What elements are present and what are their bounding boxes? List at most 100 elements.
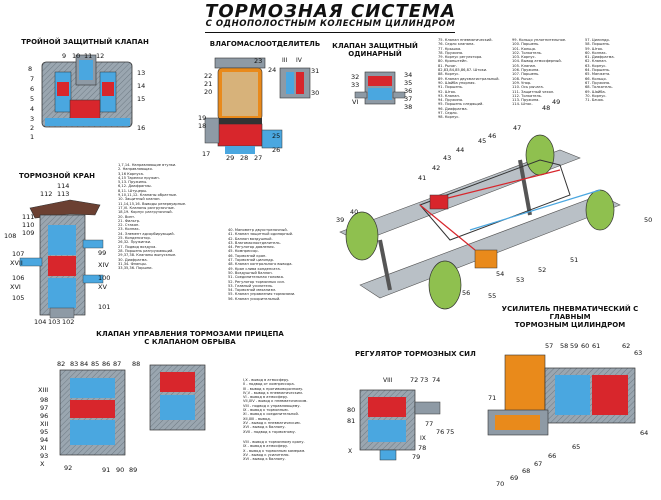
legend-item: 47. Тормозной цилиндр.	[228, 258, 275, 263]
callout: 20	[204, 88, 212, 96]
callout: 35	[404, 79, 412, 87]
legend-trailer-ports: I,X - вывод в атмосферу. II - подвод от …	[243, 378, 348, 463]
legend-item: 96. Диафрагма.	[438, 106, 468, 111]
callouts-single-valve: 32 33 34 35 36 37 38 VI	[351, 71, 412, 111]
callout: 23	[254, 57, 262, 65]
callout: 74	[432, 376, 440, 384]
regulator-drawing	[359, 389, 441, 461]
callout: 64	[640, 429, 648, 437]
callout: XI	[40, 444, 46, 452]
legend-item: IX - вывод в атмосферу.	[243, 444, 289, 449]
legend-item: 81. Рычаг.	[438, 63, 458, 68]
callout: 89	[129, 466, 137, 474]
caption-force-regulator: РЕГУЛЯТОР ТОРМОЗНЫХ СИЛ	[355, 350, 476, 358]
callout: 38	[404, 103, 412, 111]
legend-item: 63. Корпус.	[585, 63, 607, 68]
legend-item: 67. Пружина.	[585, 80, 611, 85]
callout: 37	[404, 95, 412, 103]
callout: X	[348, 448, 352, 455]
callout: 36	[404, 87, 412, 95]
legend-item: 102. Толкатель.	[512, 50, 543, 55]
legend-item: 89. Клапан двухмагистральный.	[438, 76, 500, 81]
callout: 24	[268, 66, 276, 74]
callout: 29	[226, 154, 234, 162]
callout: 108	[4, 232, 16, 240]
callout: 62	[622, 342, 630, 350]
legend-item: 55. Клапан управления тормозами.	[228, 292, 296, 297]
callout: XV	[98, 283, 107, 291]
callout: 46	[488, 132, 496, 140]
legend-item: 41. Клапан защитный одинарный.	[228, 232, 294, 237]
callout: 60	[581, 342, 589, 350]
legend-item: 78. Пружина.	[438, 50, 464, 55]
callout: 81	[347, 417, 355, 425]
legend-item: 76. Седло клапана.	[438, 42, 475, 47]
callout: 34	[404, 71, 412, 79]
legend-item: 53. Главный усилитель.	[228, 283, 274, 288]
callout: 48	[542, 104, 550, 112]
legend-item: 113. Пружина.	[512, 98, 540, 103]
callout: 105	[12, 294, 24, 302]
callouts-regulator: VIII 72 73 74 80 81 77 76 75 IX 78 79 X	[347, 376, 454, 461]
legend-item: 88. Корпус.	[438, 72, 460, 77]
callout: 96	[40, 412, 48, 420]
legend-item: 25. Конденсатор.	[118, 236, 151, 241]
callout: 42	[432, 164, 440, 172]
legend-item: 65. Манжета.	[585, 72, 611, 77]
legend-item: 101. Кольцо.	[512, 46, 537, 51]
callouts-triple-valve: 8 9 10 11 12 13 7 6 5 4 3 2 1 14 15 16	[28, 52, 145, 141]
legend-item: 80. Кронштейн.	[438, 59, 468, 64]
legend-item: 22. Стакан.	[118, 223, 140, 228]
callout: 78	[418, 444, 426, 452]
callout: 32	[351, 73, 359, 81]
legend-item: 27. Подвод воздуха.	[118, 244, 157, 249]
legend-item: 50. Воздушный баллон.	[228, 270, 273, 275]
callout: 104	[34, 318, 46, 326]
callout: 58	[560, 342, 568, 350]
caption-trailer-valve: КЛАПАН УПРАВЛЕНИЯ ТОРМОЗАМИ ПРИЦЕПА С КЛ…	[96, 330, 284, 346]
callout: 86	[102, 360, 110, 368]
callout: 92	[64, 464, 72, 472]
legend-item: III - вывод к противоморозному.	[243, 386, 304, 391]
legend-item: XVII - подвод к тормозному.	[243, 429, 296, 434]
legend-item: XI - вывод к соединительной.	[243, 412, 299, 417]
callout: 21	[204, 80, 212, 88]
legend-item: II - подвод от компрессора.	[243, 382, 295, 387]
callout: VI	[352, 98, 358, 106]
legend-item: XVI - вывод к баллону.	[243, 457, 286, 462]
callout: 102	[62, 318, 74, 326]
callout: 80	[347, 406, 355, 414]
callout: 103	[48, 318, 60, 326]
callout: 85	[91, 360, 99, 368]
legend-item: 33,35,36. Поршни.	[118, 266, 153, 271]
legend-item: VII,XIV - вывод к пневматическим.	[243, 399, 308, 404]
callout: 70	[496, 480, 504, 488]
legend-item: XV - вывод к пневматическим.	[243, 420, 301, 425]
legend-item: 62. Клапан.	[585, 59, 607, 64]
callout: 68	[522, 467, 530, 475]
callout: 16	[137, 124, 145, 132]
callout: VIII	[383, 377, 393, 384]
callout: 28	[240, 154, 248, 162]
callout: 101	[98, 303, 110, 311]
callout: 13	[137, 69, 145, 77]
legend-item: 2. Направляющая.	[118, 167, 153, 172]
callout: 73	[420, 376, 428, 384]
callout: 67	[534, 460, 542, 468]
legend-item: 111. Защитный чехол.	[512, 89, 555, 94]
legend-item: 24. Элемент адсорбирующий.	[118, 231, 175, 236]
callout: 26	[272, 146, 280, 154]
callout: 3	[30, 115, 34, 123]
callout: 41	[418, 174, 426, 182]
caption-brake-valve: ТОРМОЗНОЙ КРАН	[19, 172, 95, 180]
legend-item: 31,34. Фланцы.	[118, 261, 147, 266]
callout: 15	[137, 95, 145, 103]
callout: IX	[420, 435, 426, 442]
trailer-valve-drawing	[59, 364, 206, 456]
callout: 112	[40, 190, 52, 198]
legend-item: 44. Регулятор давления.	[228, 245, 275, 250]
callout: 2	[30, 124, 34, 132]
legend-item: 18,19. Корпус разгрузочный.	[118, 210, 173, 215]
